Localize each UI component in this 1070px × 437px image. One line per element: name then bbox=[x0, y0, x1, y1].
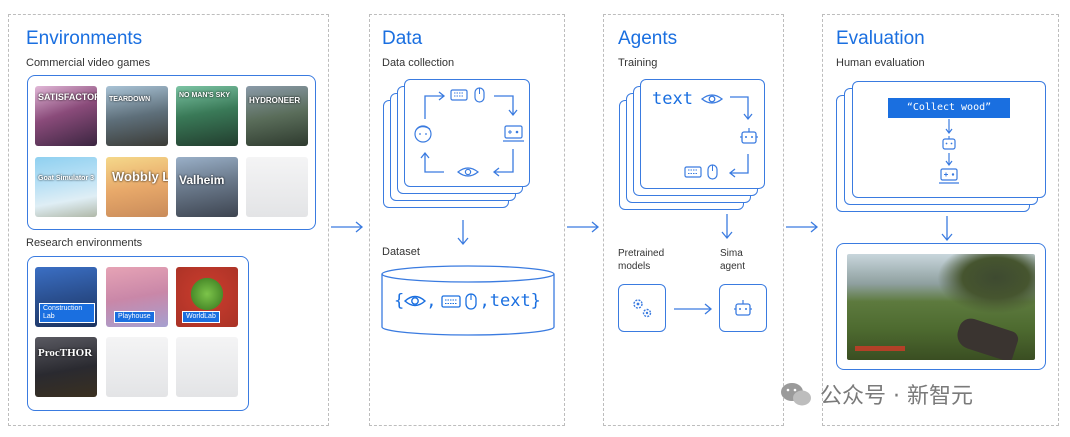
evaluation-flow bbox=[939, 119, 959, 184]
evaluation-title: Evaluation bbox=[836, 28, 925, 49]
arrow-right-icon bbox=[567, 221, 600, 233]
training-text-token: text bbox=[652, 89, 693, 109]
robot-icon bbox=[942, 136, 956, 150]
env-tag: Construction Lab bbox=[39, 303, 95, 323]
game-thumb-hydroneer: HYDRONEER bbox=[246, 86, 308, 146]
player-hand bbox=[953, 315, 1021, 360]
game-title: SATISFACTORY bbox=[38, 92, 97, 102]
agents-panel bbox=[603, 14, 784, 426]
comma-text: , bbox=[426, 291, 437, 311]
arrow-right-icon bbox=[331, 221, 364, 233]
eye-icon bbox=[700, 94, 724, 104]
placeholder-thumb bbox=[176, 337, 238, 397]
pretrained-models-box bbox=[618, 284, 666, 332]
game-thumb-wobbly-life: Wobbly Life bbox=[106, 157, 168, 217]
arrow-right-icon bbox=[674, 303, 713, 315]
game-title: Goat Simulator 3 bbox=[38, 175, 95, 182]
arrow-down-icon bbox=[941, 216, 953, 242]
data-title: Data bbox=[382, 28, 423, 49]
placeholder-thumb bbox=[106, 337, 168, 397]
environments-title: Environments bbox=[26, 28, 143, 49]
game-thumb-satisfactory: SATISFACTORY bbox=[35, 86, 97, 146]
eye-icon bbox=[404, 295, 427, 307]
wechat-icon bbox=[781, 383, 811, 406]
gears-icon bbox=[633, 299, 652, 318]
hud-bar bbox=[855, 346, 905, 351]
keyboard-icon bbox=[440, 294, 461, 308]
keyboard-icon bbox=[450, 89, 468, 101]
instruction-banner: “Collect wood” bbox=[888, 98, 1010, 118]
research-thumb-construction-lab: Construction Lab bbox=[35, 267, 97, 327]
game-title: NO MAN'S SKY bbox=[179, 92, 231, 99]
env-tag: Playhouse bbox=[114, 311, 155, 323]
data-collection-label: Data collection bbox=[382, 57, 455, 69]
research-thumb-procthor: ProcTHOR bbox=[35, 337, 97, 397]
sima-agent-box bbox=[719, 284, 767, 332]
arrow-right-icon bbox=[786, 221, 819, 233]
sima-agent-label: Sima agent bbox=[720, 248, 746, 272]
placeholder-thumb bbox=[246, 157, 308, 217]
game-title: Valheim bbox=[179, 173, 225, 187]
controller-icon bbox=[939, 168, 959, 184]
watermark-text: 公众号 · 新智元 bbox=[820, 384, 973, 409]
evaluation-panel bbox=[822, 14, 1059, 426]
robot-icon bbox=[740, 128, 758, 144]
arrow-down-icon bbox=[721, 214, 733, 240]
eye-icon bbox=[457, 167, 479, 177]
research-thumb-playhouse: Playhouse bbox=[106, 267, 168, 327]
game-thumb-goat-simulator: Goat Simulator 3 bbox=[35, 157, 97, 217]
text-token: ,text} bbox=[479, 291, 541, 311]
pretrained-models-label: Pretrained models bbox=[618, 248, 665, 272]
game-thumb-no-mans-sky: NO MAN'S SKY bbox=[176, 86, 238, 146]
agents-title: Agents bbox=[618, 28, 678, 49]
dataset-label: Dataset bbox=[382, 246, 420, 258]
keyboard-icon bbox=[684, 166, 702, 178]
training-label: Training bbox=[618, 57, 658, 69]
controller-icon bbox=[503, 125, 524, 142]
robot-icon bbox=[734, 300, 752, 316]
arrow-down-icon bbox=[457, 220, 469, 246]
data-collection-loop bbox=[414, 87, 524, 177]
mouse-icon bbox=[474, 87, 485, 103]
research-environments-label: Research environments bbox=[26, 237, 143, 249]
human-evaluation-label: Human evaluation bbox=[836, 57, 925, 69]
training-loop bbox=[684, 94, 758, 180]
game-title: TEARDOWN bbox=[109, 96, 151, 103]
dataset-cylinder bbox=[381, 265, 555, 336]
env-title: ProcTHOR bbox=[38, 347, 93, 359]
brace-text: { bbox=[394, 291, 405, 311]
person-icon bbox=[414, 125, 432, 143]
game-thumb-teardown: TEARDOWN bbox=[106, 86, 168, 146]
game-title: Wobbly Life bbox=[112, 169, 168, 184]
game-thumb-valheim: Valheim bbox=[176, 157, 238, 217]
research-thumb-worldlab: WorldLab bbox=[176, 267, 238, 327]
env-tag: WorldLab bbox=[182, 311, 220, 323]
gameplay-screenshot bbox=[847, 254, 1035, 360]
data-panel bbox=[369, 14, 565, 426]
watermark: 公众号 · 新智元 bbox=[778, 378, 973, 410]
environments-panel bbox=[8, 14, 329, 426]
mouse-icon bbox=[707, 164, 718, 180]
dataset-contents: { , ,text} bbox=[394, 291, 541, 311]
tree-silhouette bbox=[937, 254, 1035, 314]
commercial-games-label: Commercial video games bbox=[26, 57, 151, 69]
game-title: HYDRONEER bbox=[249, 96, 301, 105]
mouse-icon bbox=[464, 292, 477, 310]
